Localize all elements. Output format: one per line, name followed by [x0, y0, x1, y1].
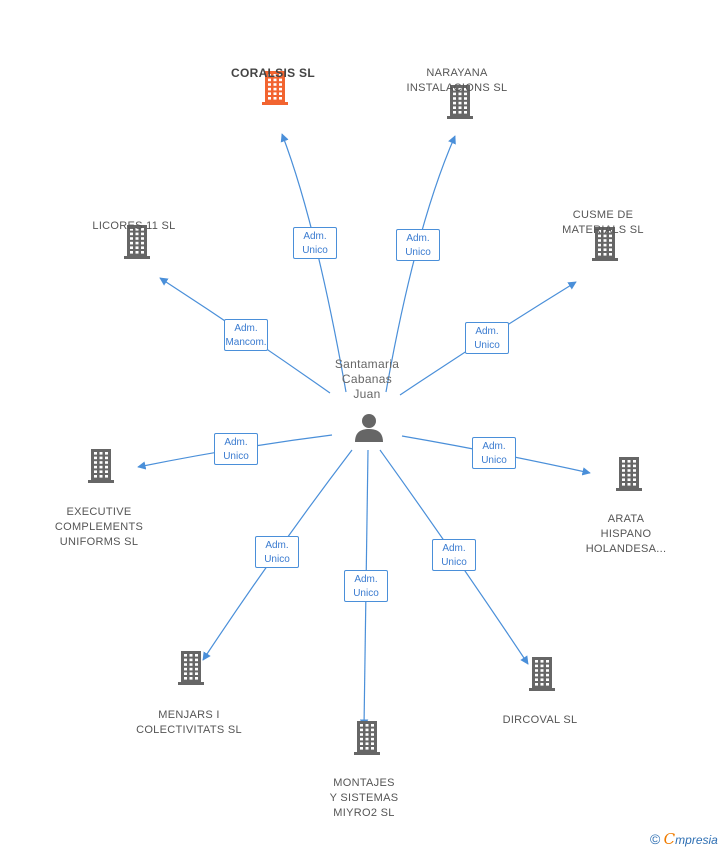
edge-label-executive[interactable]: Adm. Unico	[214, 433, 258, 465]
company-label-coralsis[interactable]: CORALSIS SL	[231, 66, 315, 80]
company-node-dircoval[interactable]	[527, 657, 557, 696]
edge-label-licores[interactable]: Adm. Mancom.	[224, 319, 268, 351]
edge-label-line2: Unico	[353, 588, 379, 599]
edge-label-line1: Adm.	[475, 326, 499, 337]
edge-coralsis	[280, 133, 347, 393]
company-node-menjars[interactable]	[176, 651, 206, 690]
edge-label-line2: Unico	[223, 451, 249, 462]
copyright-symbol: ©	[650, 831, 661, 847]
company-label-licores[interactable]: LICORES 11 SL	[92, 220, 176, 232]
company-label-montajes[interactable]: MONTAJES Y SISTEMAS MIYRO2 SL	[329, 777, 399, 819]
company-label-narayana[interactable]: NARAYANA INSTALACIONS SL	[406, 67, 508, 94]
building-icon[interactable]	[260, 71, 290, 105]
company-node-licores[interactable]	[122, 225, 152, 264]
edge-label-line1: Adm.	[234, 323, 258, 334]
edge-label-line1: Adm.	[442, 543, 466, 554]
company-node-coralsis[interactable]	[260, 71, 290, 110]
brand-logo-e: C	[663, 830, 676, 848]
building-icon[interactable]	[614, 457, 644, 491]
edge-label-line2: Unico	[405, 247, 431, 258]
edge-label-line2: Unico	[264, 554, 290, 565]
brand-logo-text: mpresia	[675, 833, 718, 847]
edge-label-montajes[interactable]: Adm. Unico	[344, 570, 388, 602]
edge-label-line1: Adm.	[406, 233, 430, 244]
company-label-cusme[interactable]: CUSME DE MATERIALS SL	[562, 209, 644, 236]
edge-label-line2: Unico	[474, 340, 500, 351]
edge-label-coralsis[interactable]: Adm. Unico	[293, 227, 337, 259]
company-node-narayana[interactable]	[445, 85, 475, 124]
building-icon[interactable]	[86, 449, 116, 483]
edge-label-arata[interactable]: Adm. Unico	[472, 437, 516, 469]
building-icon[interactable]	[445, 85, 475, 119]
building-icon[interactable]	[352, 721, 382, 755]
company-label-executive[interactable]: EXECUTIVE COMPLEMENTS UNIFORMS SL	[54, 506, 144, 548]
company-label-arata[interactable]: ARATA HISPANO HOLANDESA...	[585, 513, 667, 555]
edge-label-line2: Unico	[302, 245, 328, 256]
edge-narayana	[385, 135, 456, 393]
person-icon[interactable]	[354, 412, 384, 442]
company-node-executive[interactable]	[86, 449, 116, 488]
edge-label-line1: Adm.	[303, 231, 327, 242]
edge-label-menjars[interactable]: Adm. Unico	[255, 536, 299, 568]
center-person-name: Santamaria Cabanas Juan	[334, 357, 400, 401]
company-label-menjars[interactable]: MENJARS I COLECTIVITATS SL	[136, 709, 242, 736]
company-node-montajes[interactable]	[352, 721, 382, 760]
company-node-arata[interactable]	[614, 457, 644, 496]
building-icon[interactable]	[590, 227, 620, 261]
edge-label-line1: Adm.	[354, 574, 378, 585]
edge-label-dircoval[interactable]: Adm. Unico	[432, 539, 476, 571]
building-icon[interactable]	[527, 657, 557, 691]
building-icon[interactable]	[176, 651, 206, 685]
edge-label-line1: Adm.	[224, 437, 248, 448]
edge-label-line1: Adm.	[265, 540, 289, 551]
company-node-cusme[interactable]	[590, 227, 620, 266]
edge-label-line2: Unico	[441, 557, 467, 568]
edge-label-narayana[interactable]: Adm. Unico	[396, 229, 440, 261]
edge-label-line2: Unico	[481, 455, 507, 466]
edge-label-line1: Adm.	[482, 441, 506, 452]
edge-label-cusme[interactable]: Adm. Unico	[465, 322, 509, 354]
building-icon[interactable]	[122, 225, 152, 259]
company-label-dircoval[interactable]: DIRCOVAL SL	[502, 714, 578, 726]
footer-brand: © Cmpresia	[650, 830, 718, 848]
edge-label-line2: Mancom.	[225, 337, 267, 348]
